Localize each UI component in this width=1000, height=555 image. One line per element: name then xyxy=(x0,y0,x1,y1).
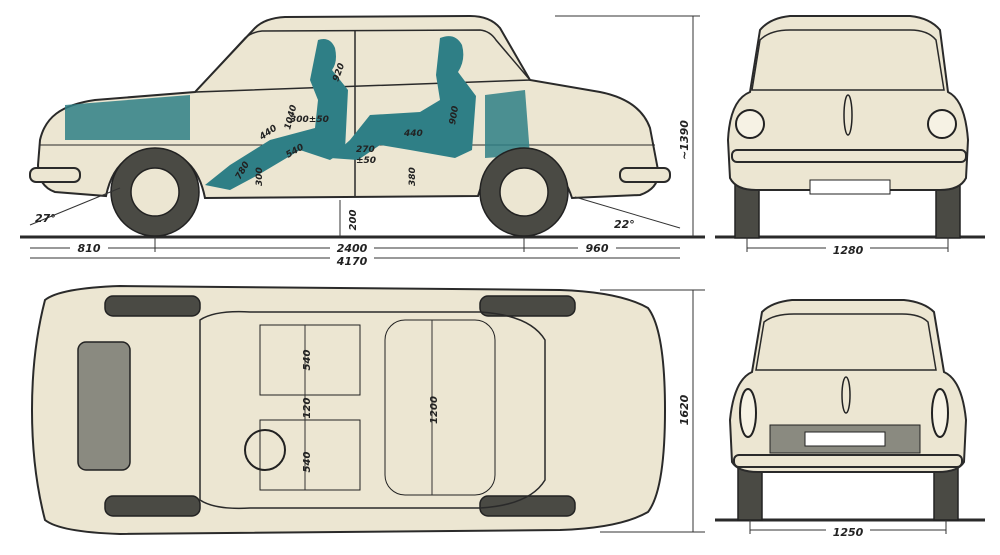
front-seat-left xyxy=(259,324,361,396)
front-track-label: 1280 xyxy=(833,244,864,257)
steering-wheel xyxy=(244,429,286,471)
seat-width-front-label: 540 xyxy=(302,350,313,371)
spare-wheel xyxy=(77,341,131,471)
left-taillight xyxy=(739,388,757,438)
windshield xyxy=(751,29,945,91)
front-bumper-front xyxy=(731,149,967,163)
right-taillight xyxy=(931,388,949,438)
height-label: ~1390 xyxy=(678,120,691,160)
label-bg xyxy=(826,242,870,255)
top-front-right-wheel xyxy=(104,495,201,517)
rear-plate xyxy=(804,431,886,447)
front-engine-hatch xyxy=(65,95,190,140)
label-bg xyxy=(826,524,870,537)
departure-angle-label: 22° xyxy=(614,218,635,231)
trunk-emblem xyxy=(841,376,851,414)
overall-length-label: 4170 xyxy=(336,255,368,268)
seat-width-rear-label: 540 xyxy=(302,452,313,473)
interior-width-label: 1200 xyxy=(429,396,440,424)
top-view: 540 120 540 1200 1620 xyxy=(30,284,705,536)
departure-line xyxy=(574,196,681,229)
front-hub xyxy=(130,167,180,217)
front-seat-height-label: 300 xyxy=(255,167,265,186)
rear-overhang-label: 960 xyxy=(586,242,609,255)
top-body xyxy=(30,284,667,536)
side-view: 27° 22° ~1390 200 300±50 920 440 540 104… xyxy=(20,14,705,268)
front-view: 1280 xyxy=(715,15,985,257)
label-bg xyxy=(70,241,108,254)
rear-occupant xyxy=(330,36,476,160)
hood-emblem xyxy=(843,94,853,136)
clearance-label: 200 xyxy=(348,210,359,231)
rear-headroom-label: 900 xyxy=(448,105,461,125)
rear-seat-height-label: 380 xyxy=(408,167,418,186)
seat-adjust-label: 270±50 xyxy=(356,145,376,166)
rear-hub xyxy=(499,167,549,217)
width-label: 1620 xyxy=(678,394,691,425)
approach-line xyxy=(29,187,121,226)
left-headlight xyxy=(735,109,765,139)
rear-view: 1250 xyxy=(715,299,985,539)
front-occupant xyxy=(205,39,348,190)
approach-angle-label: 27° xyxy=(35,212,56,225)
front-overhang-label: 810 xyxy=(78,242,101,255)
front-plate xyxy=(809,179,891,195)
label-bg xyxy=(330,253,374,266)
label-bg xyxy=(330,241,374,254)
rear-bumper-rear xyxy=(733,454,963,468)
rear-track-label: 1250 xyxy=(833,526,864,539)
rear-window xyxy=(755,313,937,371)
rear-bench xyxy=(384,319,496,496)
side-window-frame xyxy=(193,29,532,93)
front-seat-right xyxy=(259,419,361,491)
rear-seat-hatch xyxy=(485,90,530,158)
front-body xyxy=(726,15,970,191)
right-headlight xyxy=(927,109,957,139)
wheelbase-label: 2400 xyxy=(337,242,368,255)
top-front-left-wheel xyxy=(104,295,201,317)
rear-seat-depth-label: 440 xyxy=(403,129,423,139)
front-bumper xyxy=(29,167,81,183)
front-legroom-label: 300±50 xyxy=(290,115,329,125)
cabin-outline xyxy=(199,310,546,510)
top-rear-left-wheel xyxy=(479,295,576,317)
label-bg xyxy=(578,241,616,254)
seat-gap-label: 120 xyxy=(302,398,313,419)
rear-bumper xyxy=(619,167,671,183)
